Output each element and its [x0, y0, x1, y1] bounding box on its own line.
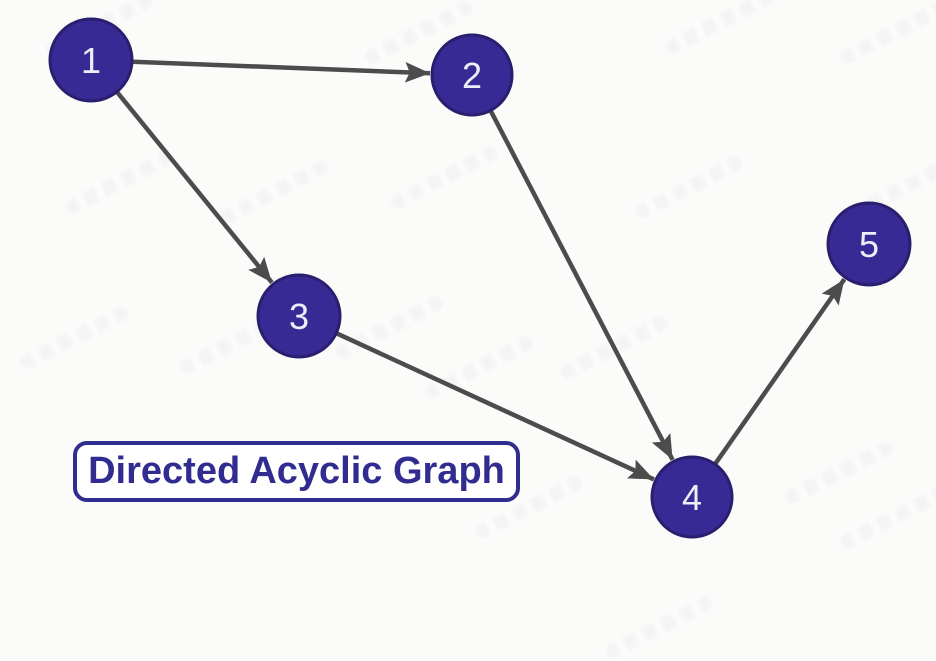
graph-nodes: 1 2 3 4 5: [48, 17, 912, 539]
graph-edges: [115, 59, 847, 482]
graph-node-label-4: 4: [682, 477, 702, 518]
graph-edge-1-2: [132, 59, 431, 83]
graph-edge-1-3: [115, 91, 274, 285]
graph-edge-4-5: [713, 277, 847, 465]
graph-node-4: [650, 455, 734, 539]
diagram-canvas: 1 2 3 4 5 Directed Acyclic Graph: [18, 0, 936, 661]
graph-node-2: [430, 33, 514, 117]
watermark-smudge: [603, 594, 715, 661]
graph-node-label-2: 2: [462, 55, 482, 96]
graph-edge-2-4: [489, 110, 675, 461]
caption-box: Directed Acyclic Graph: [73, 441, 520, 502]
graph-node-label-5: 5: [859, 224, 879, 265]
graph-node-label-1: 1: [81, 40, 101, 81]
graph-node-1: [48, 17, 134, 103]
graph-node-3: [256, 273, 342, 359]
graph-node-5: [826, 201, 912, 287]
caption-text: Directed Acyclic Graph: [88, 450, 505, 492]
graph-node-label-3: 3: [289, 296, 309, 337]
graph-edge-3-4: [336, 331, 655, 482]
graph-svg: 1 2 3 4 5: [48, 17, 912, 539]
